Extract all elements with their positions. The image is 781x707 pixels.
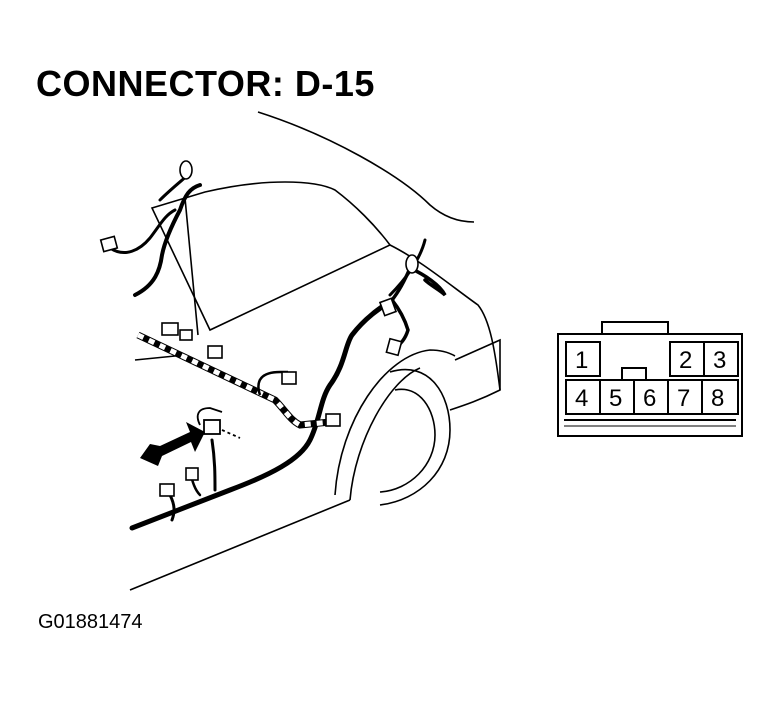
upper-harness-branch xyxy=(108,208,177,254)
tire-outer xyxy=(379,369,451,506)
connector-small xyxy=(325,413,341,427)
connector-small xyxy=(159,483,175,497)
pin-label-1: 1 xyxy=(575,347,588,374)
ground-terminal xyxy=(179,160,193,180)
taped-harness xyxy=(136,331,331,429)
connector-small xyxy=(378,297,398,317)
pin-label-8: 8 xyxy=(711,385,724,412)
pin-cell-1 xyxy=(565,341,601,377)
figure-code: G01881474 xyxy=(38,611,143,633)
pin-label-7: 7 xyxy=(677,385,690,412)
wheel-arch-outer xyxy=(334,349,456,496)
connector-small xyxy=(185,467,199,481)
harness-connectors xyxy=(99,160,419,497)
pin-label-5: 5 xyxy=(609,385,622,412)
target-connector-body xyxy=(203,419,221,435)
taped-inner xyxy=(136,332,331,428)
rear-harness xyxy=(390,266,447,350)
pin-label-3: 3 xyxy=(713,347,726,374)
pin-label-4: 4 xyxy=(575,385,588,412)
main-harness xyxy=(129,297,395,531)
left-branch xyxy=(168,493,176,522)
taped-outer xyxy=(136,331,331,429)
connector-face-view xyxy=(557,321,743,437)
window-frame xyxy=(150,181,392,332)
upper-harness-left xyxy=(133,183,202,297)
lower-body xyxy=(129,499,351,591)
connector-branch xyxy=(210,438,217,492)
target-connector-d15 xyxy=(196,407,241,439)
connector-small xyxy=(281,371,297,385)
connector-small xyxy=(161,322,179,336)
rear-fender xyxy=(389,244,501,411)
pin-label-2: 2 xyxy=(679,347,692,374)
tire-inner xyxy=(379,388,436,493)
roof-line xyxy=(257,111,475,223)
branch-loop xyxy=(257,370,288,396)
connector-small xyxy=(179,329,193,341)
target-connector-loop xyxy=(196,407,223,426)
wire-harness xyxy=(108,173,447,531)
pin-cell-8 xyxy=(701,379,739,415)
bumper-line xyxy=(454,338,501,390)
target-connector-wire xyxy=(221,429,241,439)
pin-labels: 1 2 3 4 5 6 7 8 xyxy=(575,347,726,412)
ground-terminal xyxy=(405,254,419,274)
pin-label-6: 6 xyxy=(643,385,656,412)
connector-small xyxy=(99,235,119,253)
connector-small xyxy=(385,337,403,357)
car-body-outline xyxy=(129,111,501,591)
page-title: CONNECTOR: D-15 xyxy=(36,63,375,104)
pin-cell-3 xyxy=(703,341,739,377)
pillar-line xyxy=(184,197,199,336)
pointer-arrow xyxy=(140,422,205,466)
lock-key xyxy=(621,367,647,381)
connector-small xyxy=(207,345,223,359)
wheel-arch-inner xyxy=(349,367,421,501)
